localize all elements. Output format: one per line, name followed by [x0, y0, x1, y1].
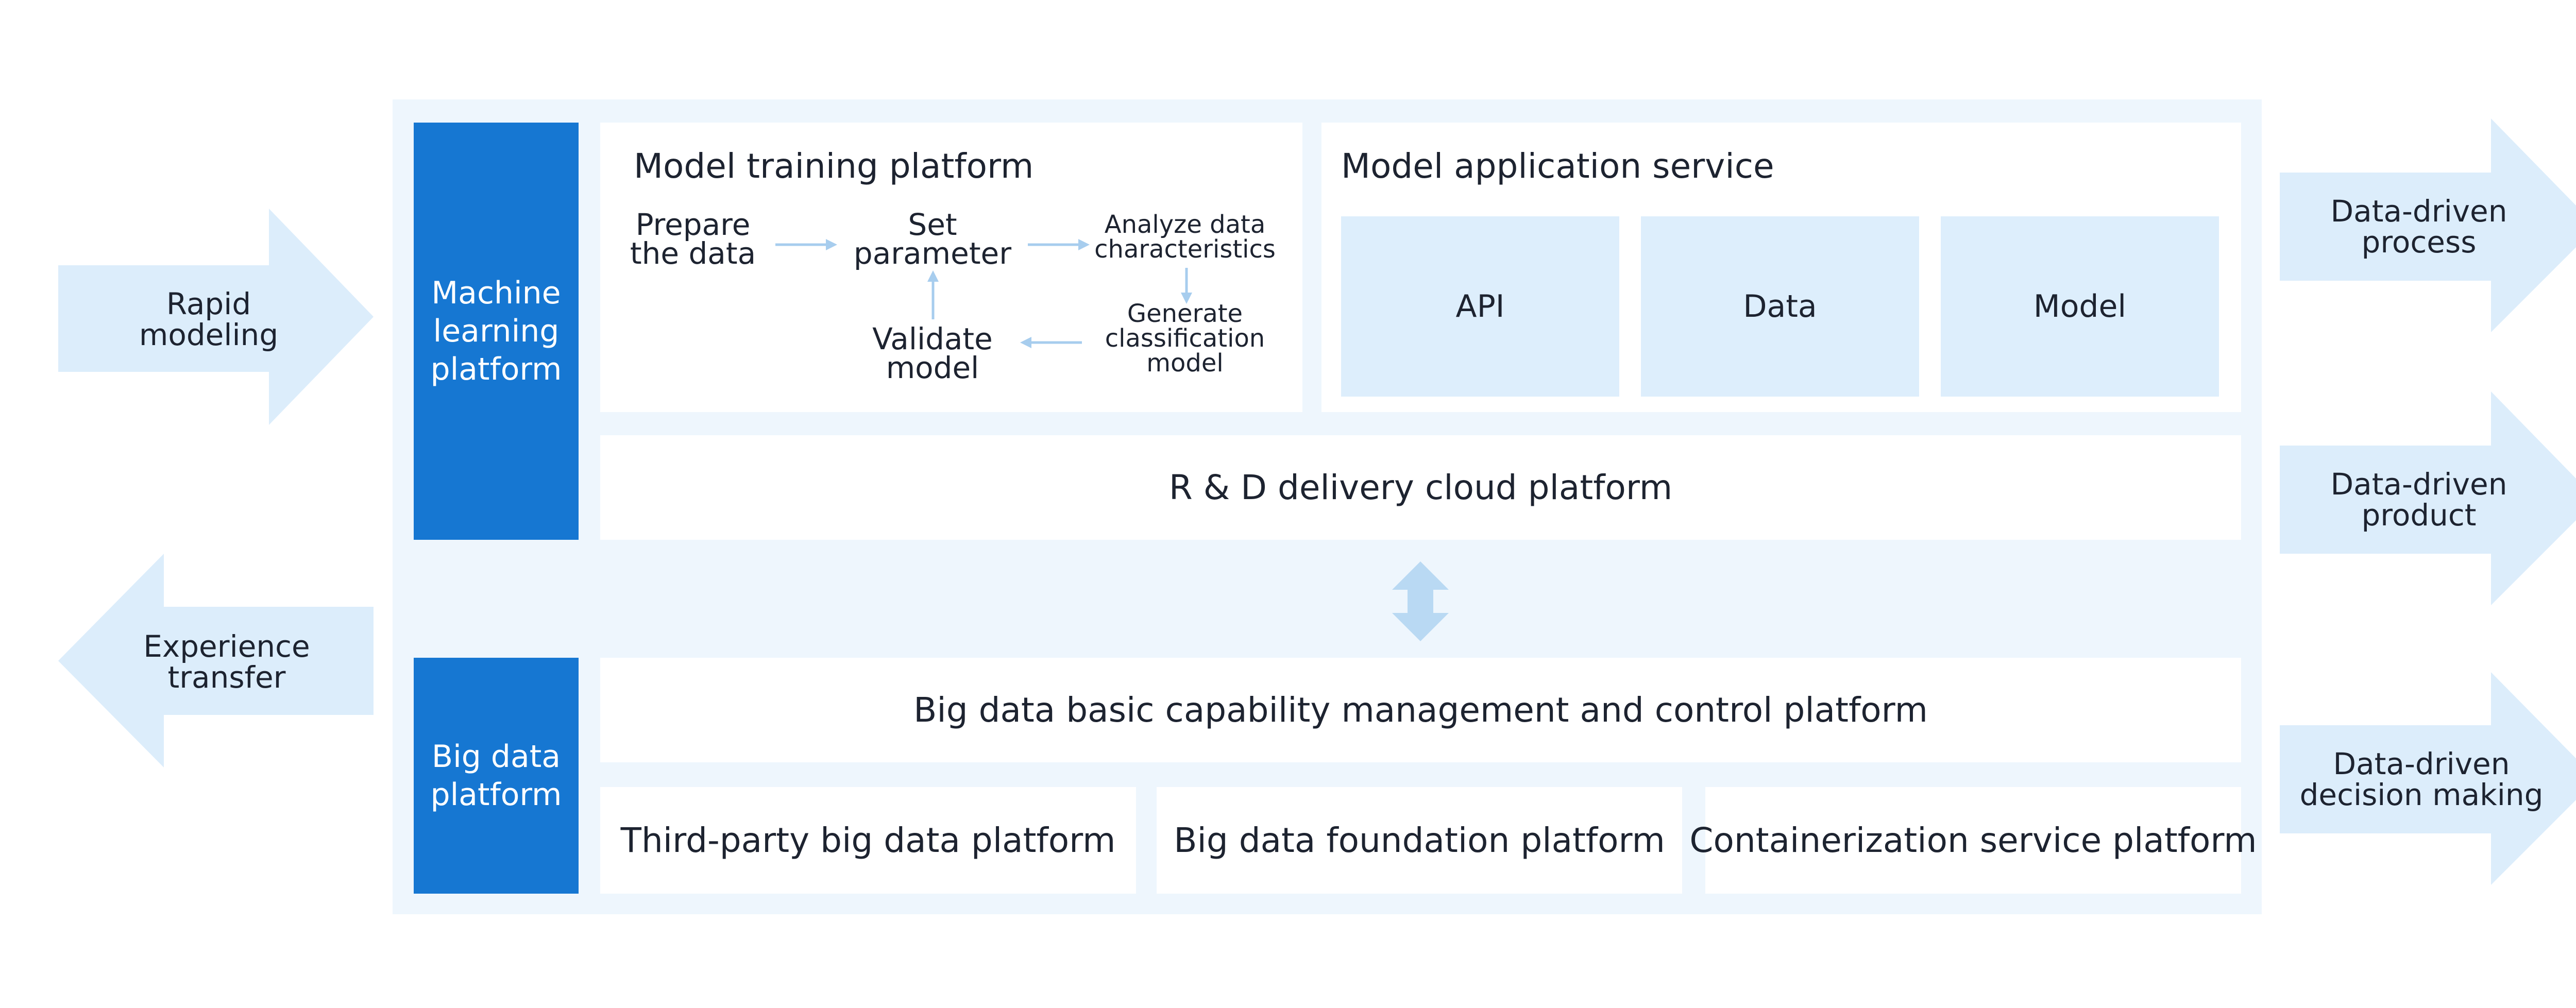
arrow-analyze-to-generate — [1181, 268, 1192, 304]
big-data-foundation-platform: Big data foundation platform — [1157, 787, 1682, 894]
tile-api: API — [1341, 216, 1619, 397]
model-application-title: Model application service — [1341, 146, 1774, 186]
arrow-set-to-analyze — [1028, 239, 1090, 250]
model-training-title: Model training platform — [634, 146, 1034, 186]
data-driven-decision-arrow — [2280, 672, 2576, 885]
double-arrow-connector — [1392, 561, 1449, 641]
experience-transfer-arrow — [58, 554, 374, 767]
data-driven-decision-label: Data-driven decision making — [2299, 746, 2544, 812]
step-prepare-data: Prepare the data — [630, 207, 756, 271]
data-driven-process-arrow — [2280, 118, 2576, 332]
arrow-validate-to-set — [927, 270, 939, 319]
experience-transfer-label: Experience transfer — [143, 629, 310, 695]
machine-learning-platform-label: Machine learning platform — [414, 123, 579, 540]
rapid-modeling-arrow — [58, 209, 374, 425]
step-generate-model: Generate classification model — [1105, 299, 1265, 378]
tile-model: Model — [1941, 216, 2219, 397]
big-data-management-platform: Big data basic capability management and… — [600, 658, 2241, 762]
rapid-modeling-label: Rapid modeling — [139, 286, 279, 352]
rd-delivery-cloud-platform: R & D delivery cloud platform — [600, 435, 2241, 540]
step-set-parameter: Set parameter — [853, 207, 1012, 271]
containerization-service-platform: Containerization service platform — [1689, 787, 2257, 894]
data-driven-process-label: Data-driven process — [2330, 194, 2507, 260]
model-training-card: Model training platform — [600, 123, 1302, 412]
big-data-platform-label: Big data platform — [414, 658, 579, 894]
step-validate-model: Validate model — [872, 321, 993, 385]
step-analyze-data: Analyze data characteristics — [1094, 210, 1276, 264]
arrow-generate-to-validate — [1020, 337, 1082, 348]
data-driven-product-arrow — [2280, 391, 2576, 605]
arrow-prepare-to-set — [775, 239, 837, 250]
third-party-big-data-platform: Third-party big data platform — [600, 787, 1136, 894]
data-driven-product-label: Data-driven product — [2330, 467, 2507, 533]
tile-data: Data — [1641, 216, 1919, 397]
